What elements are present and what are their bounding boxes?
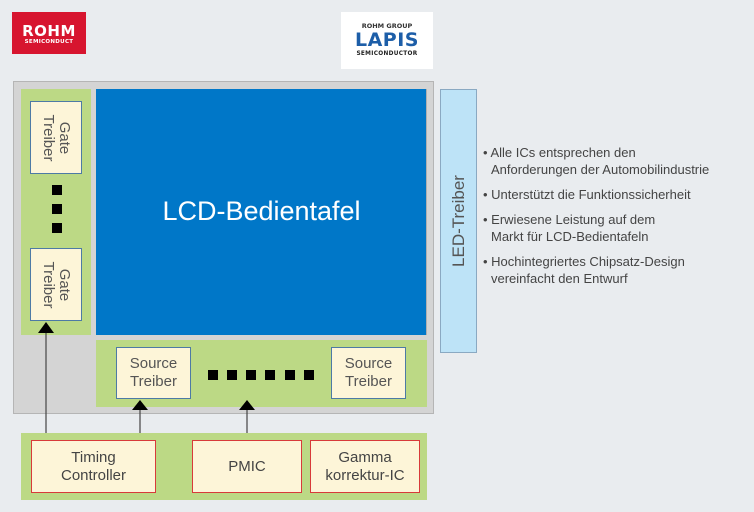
lapis-logo-name: LAPIS (355, 29, 419, 51)
source-driver-left-line2: Treiber (130, 373, 177, 390)
source-ellipsis-dot (304, 370, 314, 380)
source-ellipsis-dot (285, 370, 295, 380)
source-driver-left: Source Treiber (116, 347, 191, 399)
source-ellipsis-dot (265, 370, 275, 380)
led-driver: LED-Treiber (440, 89, 477, 353)
source-driver-right-line1: Source (344, 355, 393, 372)
feature-item: • Unterstützt die Funktionssicherheit (483, 186, 753, 203)
gate-ellipsis-dot (52, 223, 62, 233)
timing-controller-line1: Timing (71, 449, 116, 466)
feature-item-line1: • Hochintegriertes Chipsatz-Design (483, 254, 685, 269)
source-mid-arrow-head (239, 400, 255, 410)
feature-list: • Alle ICs entsprechen den Anforderungen… (483, 144, 753, 295)
source-ellipsis-dot (208, 370, 218, 380)
feature-item: • Hochintegriertes Chipsatz-Design verei… (483, 253, 753, 287)
lcd-panel (96, 89, 427, 335)
source-left-arrow-head (132, 400, 148, 410)
source-ellipsis-dot (246, 370, 256, 380)
feature-item-line1: • Erwiesene Leistung auf dem (483, 212, 656, 227)
source-ellipsis-dot (227, 370, 237, 380)
rohm-logo-sub: SEMICONDUCT (24, 39, 74, 45)
feature-item: • Alle ICs entsprechen den Anforderungen… (483, 144, 753, 178)
gate-driver-bottom: Gate Treiber (30, 248, 82, 321)
source-driver-right-line2: Treiber (345, 373, 392, 390)
lcd-panel-label: LCD-Bedientafel (162, 196, 361, 226)
pmic-label: PMIC (228, 458, 266, 475)
gamma-ic-line1: Gamma (338, 449, 392, 466)
pmic: PMIC (192, 440, 302, 493)
gamma-ic-line2: korrektur-IC (325, 467, 405, 484)
lapis-logo-group: ROHM GROUP (361, 22, 413, 30)
lapis-logo: ROHM GROUP LAPIS SEMICONDUCTOR (341, 12, 433, 69)
feature-item: • Erwiesene Leistung auf dem Markt für L… (483, 211, 753, 245)
gate-arrow-head (38, 322, 54, 333)
gate-driver-top: Gate Treiber (30, 101, 82, 174)
feature-item-line2: vereinfacht den Entwurf (491, 271, 628, 286)
feature-item-line1: • Alle ICs entsprechen den (483, 145, 636, 160)
timing-controller: Timing Controller (31, 440, 156, 493)
rohm-logo: ROHM SEMICONDUCT (12, 12, 86, 54)
gate-ellipsis-dot (52, 185, 62, 195)
gamma-correction-ic: Gamma korrektur-IC (310, 440, 420, 493)
timing-controller-line2: Controller (60, 467, 127, 484)
rohm-logo-name: ROHM (22, 22, 76, 40)
source-driver-left-line1: Source (129, 355, 178, 372)
feature-item-line2: Markt für LCD-Bedientafeln (491, 229, 649, 244)
source-driver-right: Source Treiber (331, 347, 406, 399)
gate-ellipsis-dot (52, 204, 62, 214)
feature-item-line2: Anforderungen der Automobilindustrie (491, 162, 710, 177)
feature-item-line1: • Unterstützt die Funktionssicherheit (483, 187, 691, 202)
lapis-logo-sub: SEMICONDUCTOR (356, 51, 418, 57)
